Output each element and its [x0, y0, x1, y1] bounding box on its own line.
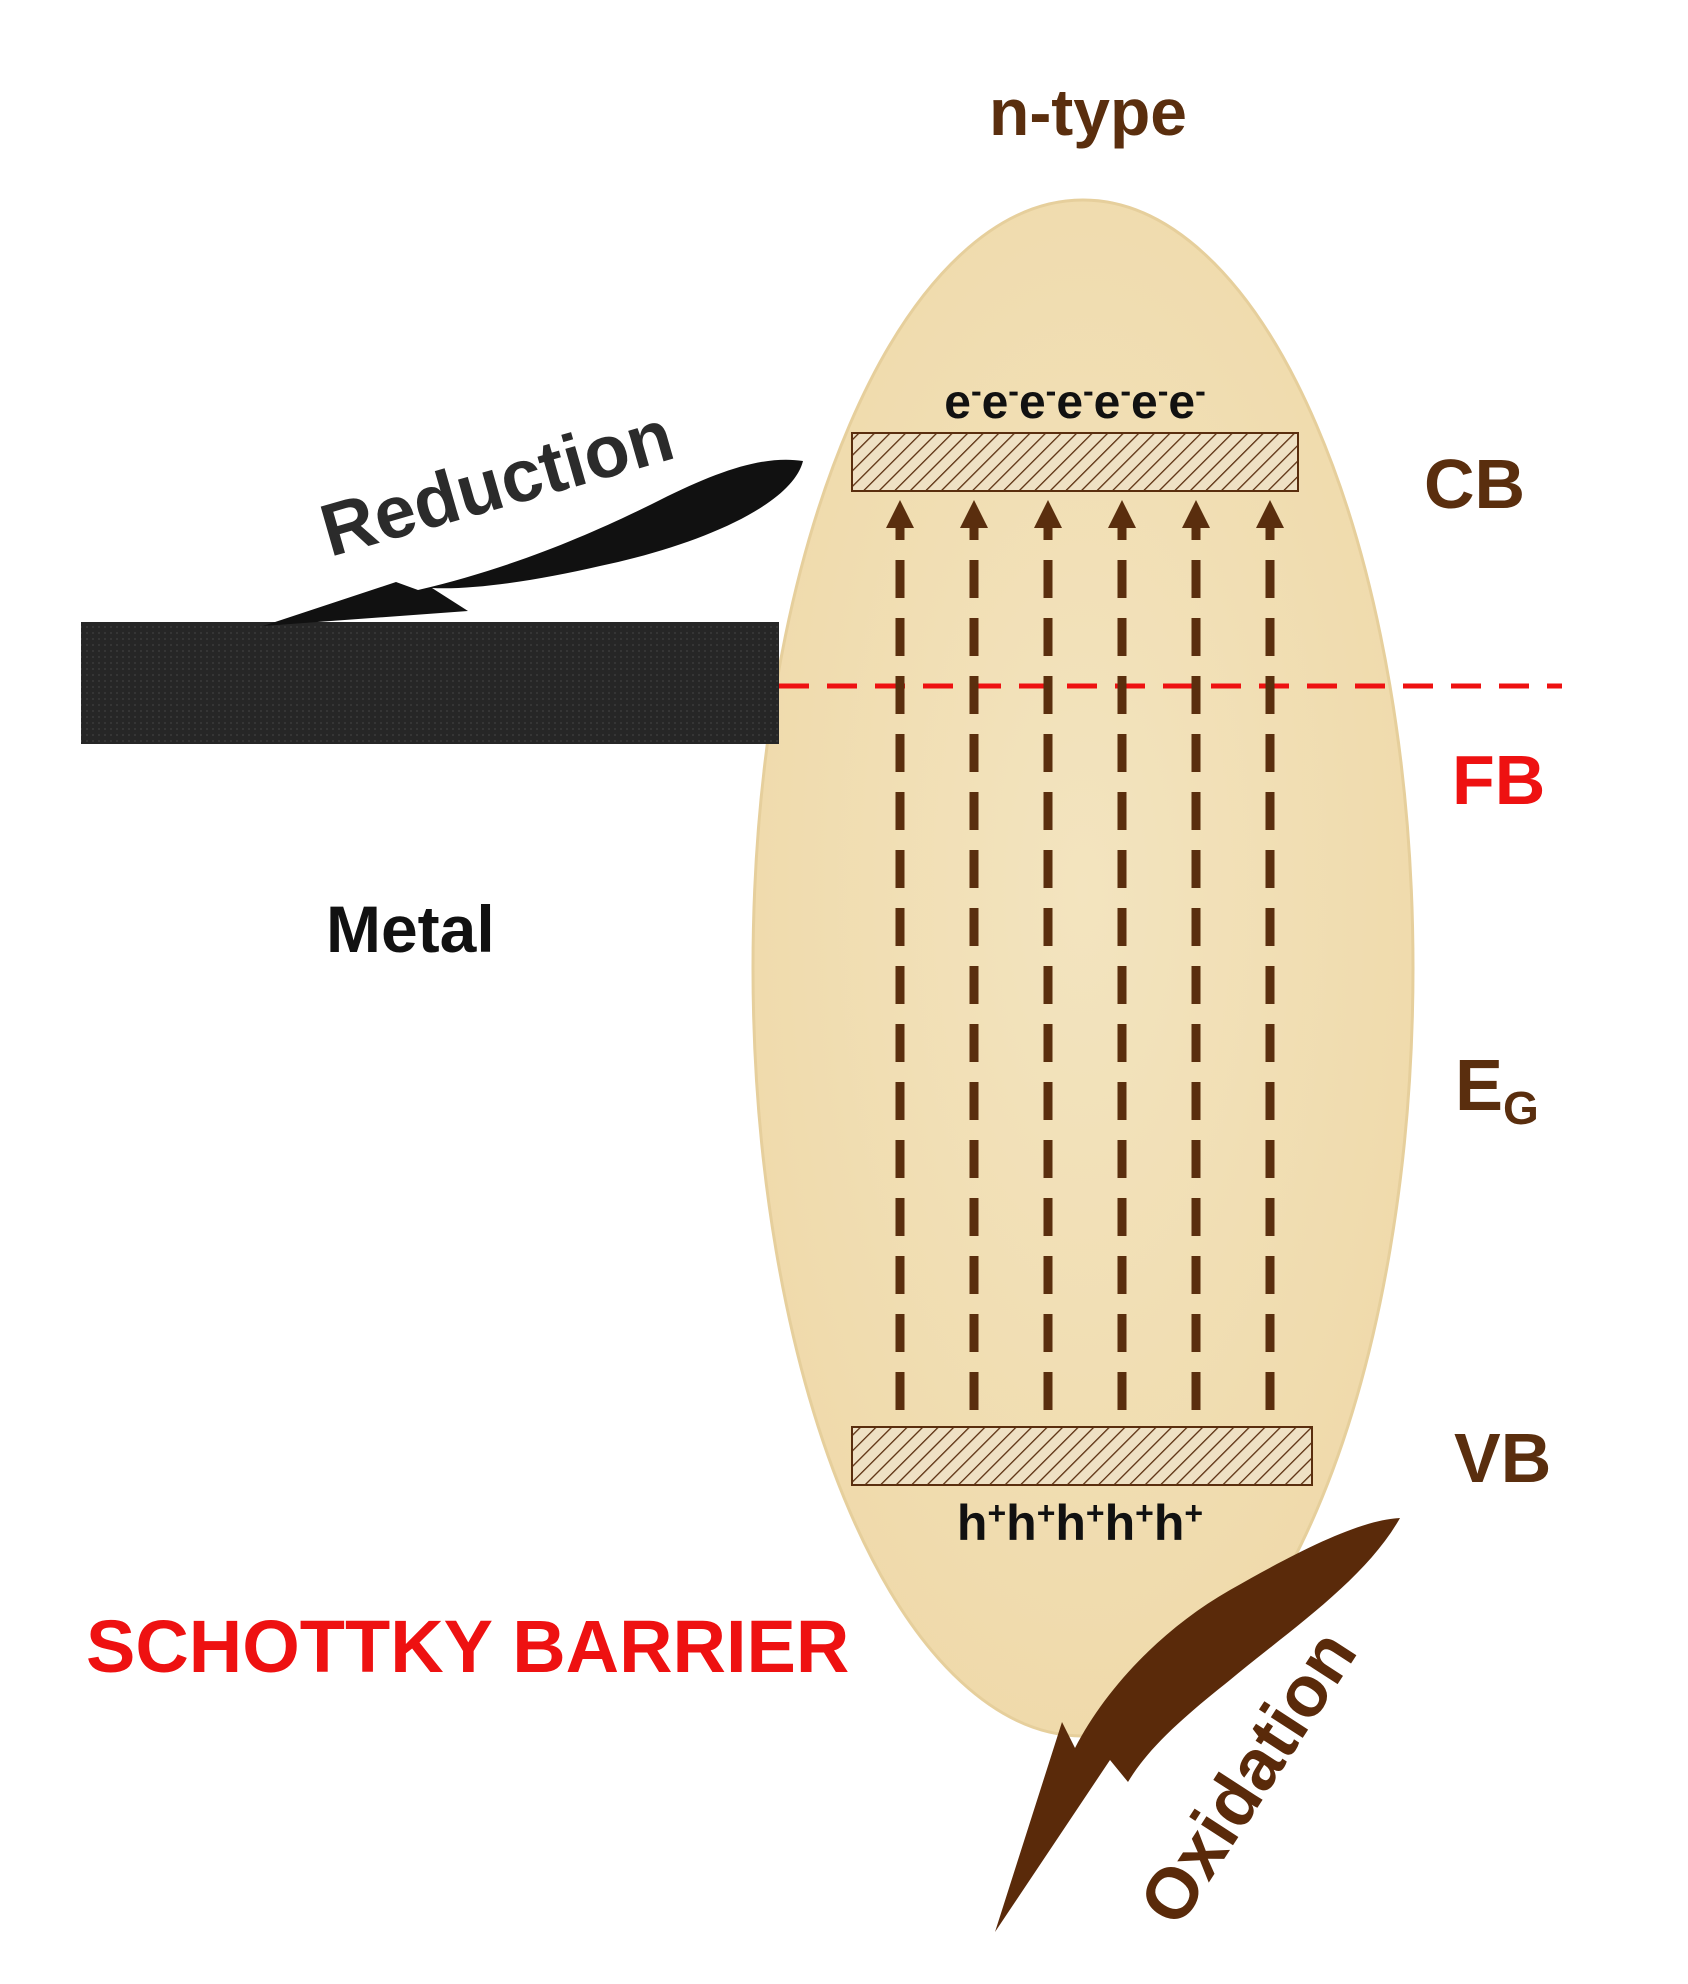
electrons-label: e-e-e-e-e-e-e- [944, 373, 1206, 429]
holes-charge: + [1037, 1495, 1056, 1531]
electrons-charge: - [1158, 373, 1169, 409]
fb-label: FB [1452, 741, 1545, 819]
valence-band [851, 1426, 1313, 1486]
holes-charge: + [987, 1495, 1006, 1531]
metal-label: Metal [326, 892, 495, 966]
excitation-arrow-head-5 [1182, 500, 1210, 528]
holes-symbol: h [1055, 1495, 1086, 1551]
electrons-symbol: e [1131, 376, 1158, 429]
electrons-charge: - [1008, 373, 1019, 409]
electrons-symbol: e [1168, 376, 1195, 429]
holes-symbol: h [1006, 1495, 1037, 1551]
holes-label: h+h+h+h+h+ [957, 1495, 1203, 1551]
electrons-symbol: e [1056, 376, 1083, 429]
band-gap-subscript: G [1503, 1082, 1539, 1134]
holes-symbol: h [1105, 1495, 1136, 1551]
holes-symbol: h [957, 1495, 988, 1551]
excitation-arrows [886, 500, 1284, 1410]
schottky-barrier-label: SCHOTTKY BARRIER [86, 1605, 849, 1688]
oxidation-arrow [995, 1518, 1400, 1932]
holes-charge: + [1184, 1495, 1203, 1531]
electrons-symbol: e [1019, 376, 1046, 429]
electrons-symbol: e [982, 376, 1009, 429]
band-gap-label: EG [1455, 1046, 1539, 1134]
excitation-arrow-head-4 [1108, 500, 1136, 528]
cb-label: CB [1424, 445, 1525, 523]
n-type-label: n-type [989, 75, 1187, 149]
electrons-charge: - [1046, 373, 1057, 409]
band-gap-symbol: E [1455, 1046, 1503, 1126]
holes-charge: + [1135, 1495, 1154, 1531]
electrons-charge: - [971, 373, 982, 409]
electrons-charge: - [1195, 373, 1206, 409]
electrons-charge: - [1083, 373, 1094, 409]
excitation-arrow-head-6 [1256, 500, 1284, 528]
reduction-arrow [263, 459, 803, 626]
excitation-arrow-head-3 [1034, 500, 1062, 528]
excitation-arrow-head-2 [960, 500, 988, 528]
vb-label: VB [1454, 1419, 1551, 1497]
conduction-band [851, 432, 1299, 492]
holes-symbol: h [1154, 1495, 1185, 1551]
excitation-arrow-head-1 [886, 500, 914, 528]
metal-plate [81, 622, 779, 744]
electrons-symbol: e [1094, 376, 1121, 429]
electrons-symbol: e [944, 376, 971, 429]
electrons-charge: - [1120, 373, 1131, 409]
holes-charge: + [1086, 1495, 1105, 1531]
